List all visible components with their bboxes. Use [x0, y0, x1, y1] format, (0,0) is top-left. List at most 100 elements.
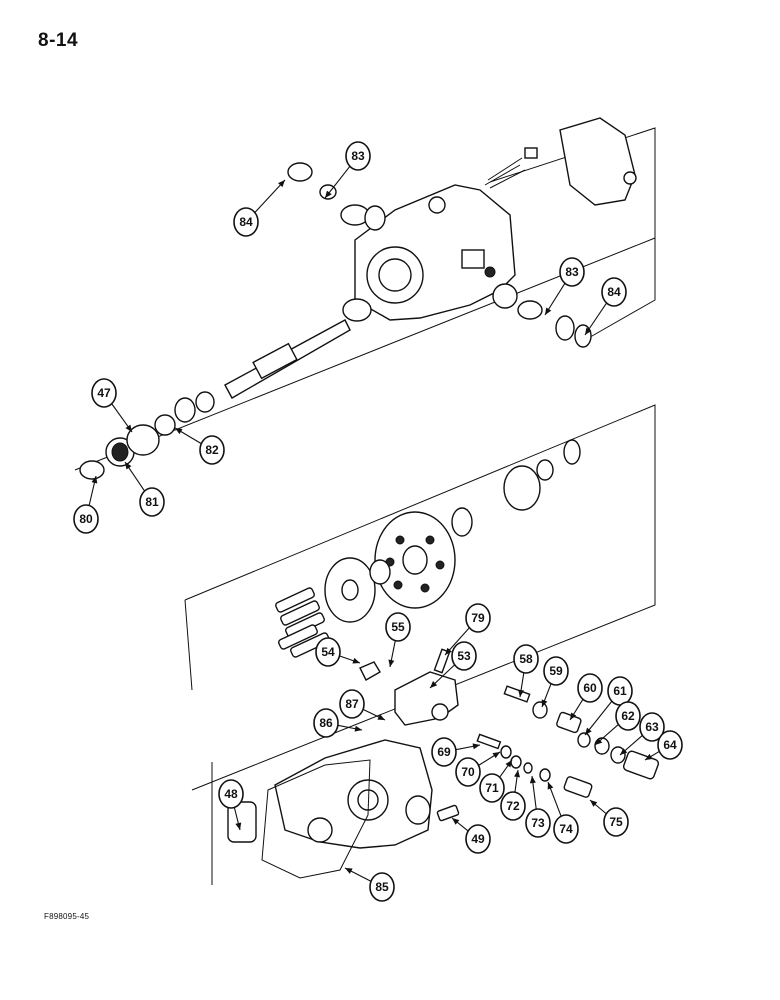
callout-64: 64 — [644, 730, 683, 761]
callout-label: 73 — [531, 816, 545, 830]
leader-line — [584, 700, 613, 736]
leader-arrowhead — [541, 699, 548, 707]
leader-arrowhead — [235, 822, 242, 830]
leader-arrowhead — [345, 868, 353, 874]
callout-83: 83 — [544, 257, 585, 316]
callout-85: 85 — [344, 867, 395, 902]
callout-81: 81 — [124, 461, 165, 517]
callout-83: 83 — [324, 141, 371, 199]
leader-arrowhead — [645, 753, 653, 760]
leader-arrowhead — [377, 714, 385, 720]
callout-circle — [559, 257, 585, 287]
callout-62: 62 — [594, 701, 641, 746]
drive-shaft — [224, 162, 592, 399]
callout-75: 75 — [589, 799, 629, 837]
callout-59: 59 — [541, 656, 569, 708]
callout-circle — [603, 807, 629, 837]
callout-circle — [513, 644, 539, 674]
callout-circle — [455, 757, 481, 787]
callout-label: 60 — [583, 681, 597, 695]
leader-arrowhead — [125, 462, 132, 470]
callout-circle — [479, 773, 505, 803]
callout-label: 85 — [375, 880, 389, 894]
callout-circle — [465, 824, 491, 854]
callout-label: 72 — [506, 799, 520, 813]
leader-arrowhead — [585, 327, 592, 335]
callout-69: 69 — [431, 737, 481, 767]
callout-label: 55 — [391, 620, 405, 634]
callout-label: 83 — [565, 265, 579, 279]
callout-53: 53 — [429, 641, 477, 689]
callout-label: 82 — [205, 443, 219, 457]
callout-55: 55 — [385, 612, 411, 668]
leader-arrowhead — [492, 752, 500, 759]
leader-arrowhead — [388, 659, 395, 667]
callout-84: 84 — [233, 179, 286, 237]
callout-label: 84 — [607, 285, 621, 299]
leader-arrowhead — [620, 748, 628, 755]
leader-arrowhead — [445, 647, 452, 655]
leader-arrowhead — [590, 800, 598, 807]
callout-label: 58 — [519, 652, 533, 666]
callout-circle — [339, 689, 365, 719]
callout-47: 47 — [91, 378, 133, 433]
callout-label: 80 — [79, 512, 93, 526]
callout-label: 49 — [471, 832, 485, 846]
callout-79: 79 — [444, 603, 491, 656]
leader-arrowhead — [452, 818, 460, 825]
leader-arrowhead — [91, 476, 98, 484]
callout-73: 73 — [525, 775, 551, 838]
leader-arrowhead — [595, 738, 603, 745]
callout-circle — [73, 504, 99, 534]
page-number: 8-14 — [38, 30, 79, 51]
callout-label: 54 — [321, 645, 335, 659]
callout-84: 84 — [584, 277, 627, 336]
callout-63: 63 — [619, 712, 665, 756]
callout-circle — [139, 487, 165, 517]
callout-circle — [385, 612, 411, 642]
callout-label: 62 — [621, 709, 635, 723]
callout-label: 79 — [471, 611, 485, 625]
rotating-group — [275, 439, 581, 658]
callout-circle — [657, 730, 683, 760]
callout-circle — [465, 603, 491, 633]
callout-circle — [553, 814, 579, 844]
leader-arrowhead — [529, 776, 536, 784]
callout-label: 48 — [224, 787, 238, 801]
callout-label: 63 — [645, 720, 659, 734]
callout-86: 86 — [313, 708, 363, 738]
figure-code: F898095-45 — [44, 912, 90, 921]
callout-label: 74 — [559, 822, 573, 836]
callout-label: 71 — [485, 781, 499, 795]
leader-arrowhead — [505, 760, 512, 768]
callout-74: 74 — [547, 781, 579, 844]
callout-82: 82 — [174, 427, 225, 465]
bearing-stack-left — [79, 391, 215, 480]
callout-circle — [345, 141, 371, 171]
callout-label: 81 — [145, 495, 159, 509]
pump-housing-upper — [354, 117, 637, 321]
callout-80: 80 — [73, 475, 99, 534]
callout-60: 60 — [569, 673, 603, 721]
callout-label: 69 — [437, 745, 451, 759]
leader-arrowhead — [585, 727, 592, 735]
callout-circle — [615, 701, 641, 731]
leader-arrowhead — [518, 689, 525, 697]
callout-label: 86 — [319, 716, 333, 730]
callout-72: 72 — [500, 769, 526, 821]
callout-49: 49 — [451, 817, 491, 854]
callout-circle — [431, 737, 457, 767]
callout-circle — [369, 872, 395, 902]
callout-70: 70 — [455, 751, 501, 787]
leader-arrowhead — [570, 712, 577, 720]
callout-label: 70 — [461, 765, 475, 779]
callout-circle — [525, 808, 551, 838]
callout-48: 48 — [218, 779, 244, 831]
callout-circle — [313, 708, 339, 738]
leader-arrowhead — [125, 424, 132, 432]
callout-71: 71 — [479, 759, 513, 803]
callout-label: 64 — [663, 738, 677, 752]
callout-54: 54 — [315, 637, 361, 667]
callout-label: 75 — [609, 815, 623, 829]
leader-arrowhead — [430, 681, 438, 688]
